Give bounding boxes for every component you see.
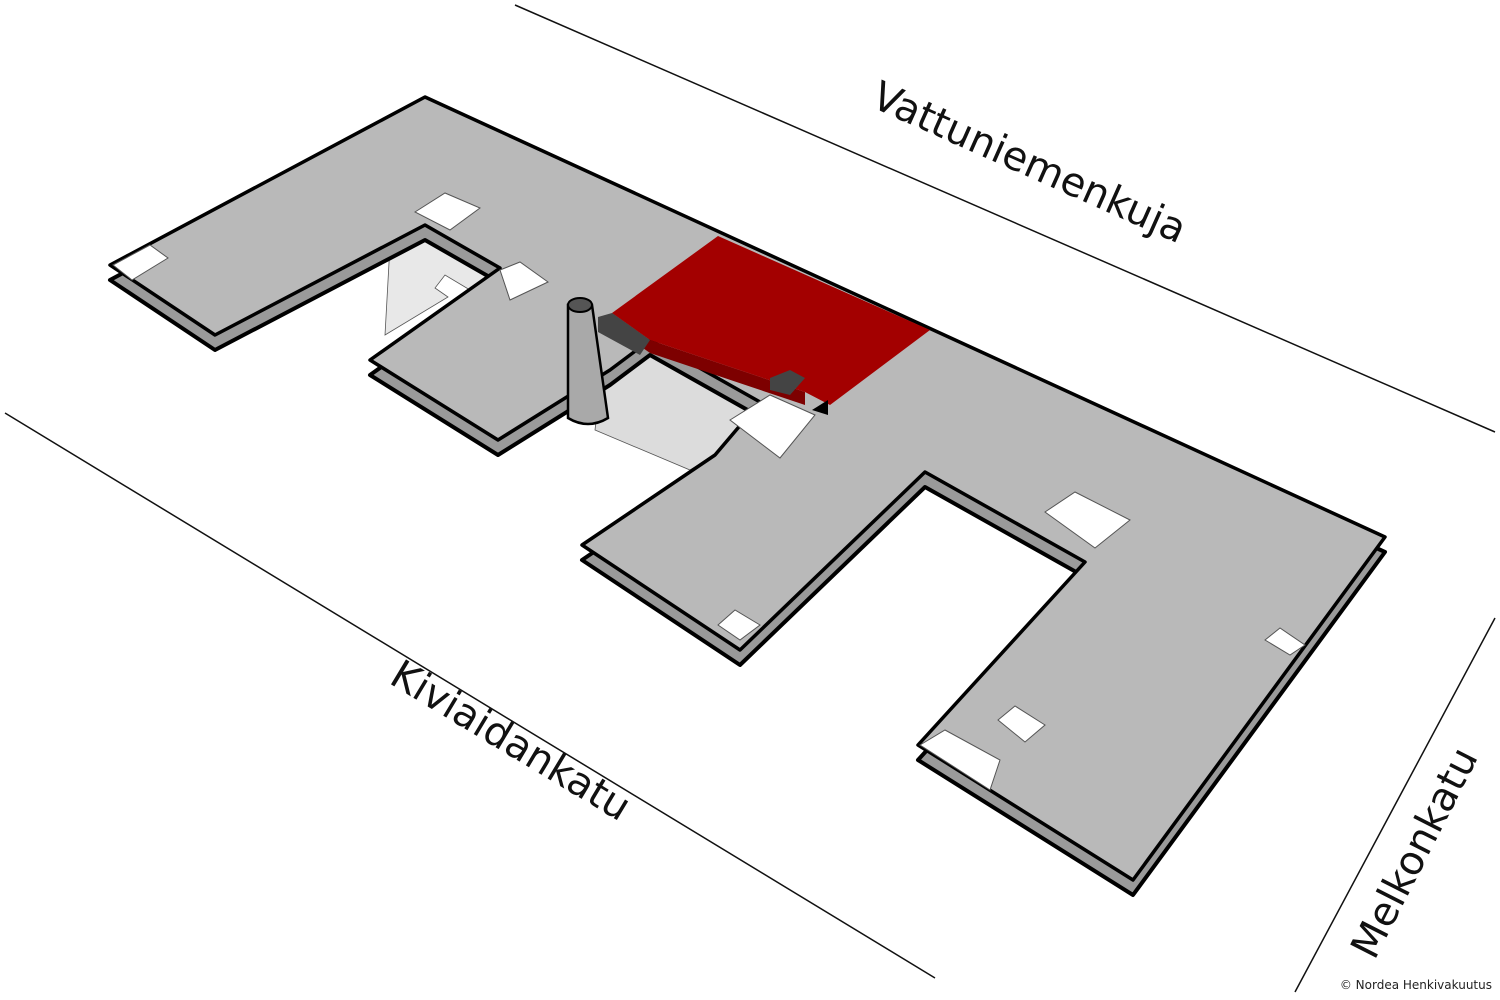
stairwells [112, 192, 1306, 791]
building-floor [108, 95, 1387, 882]
street-line-north [514, 4, 1496, 433]
stair-dark-left [598, 313, 650, 355]
stairwell [997, 705, 1046, 743]
stair-dark-right [770, 370, 805, 395]
stairwell [1264, 627, 1306, 656]
stairwell [499, 261, 549, 301]
stairwell [1044, 491, 1131, 549]
stairwell [717, 609, 761, 641]
highlighted-premises-side [612, 313, 805, 405]
stairwell [729, 394, 816, 459]
copyright-text: © Nordea Henkivakuutus [1339, 978, 1492, 992]
stairwell [112, 244, 169, 281]
stairwell [413, 192, 482, 231]
street-line-south [4, 412, 936, 979]
stairwell [919, 729, 1001, 791]
street-line-east [1294, 617, 1496, 993]
entrance-arrow-icon [812, 400, 828, 415]
pillar-icon [566, 297, 610, 426]
highlighted-premises [612, 236, 930, 405]
